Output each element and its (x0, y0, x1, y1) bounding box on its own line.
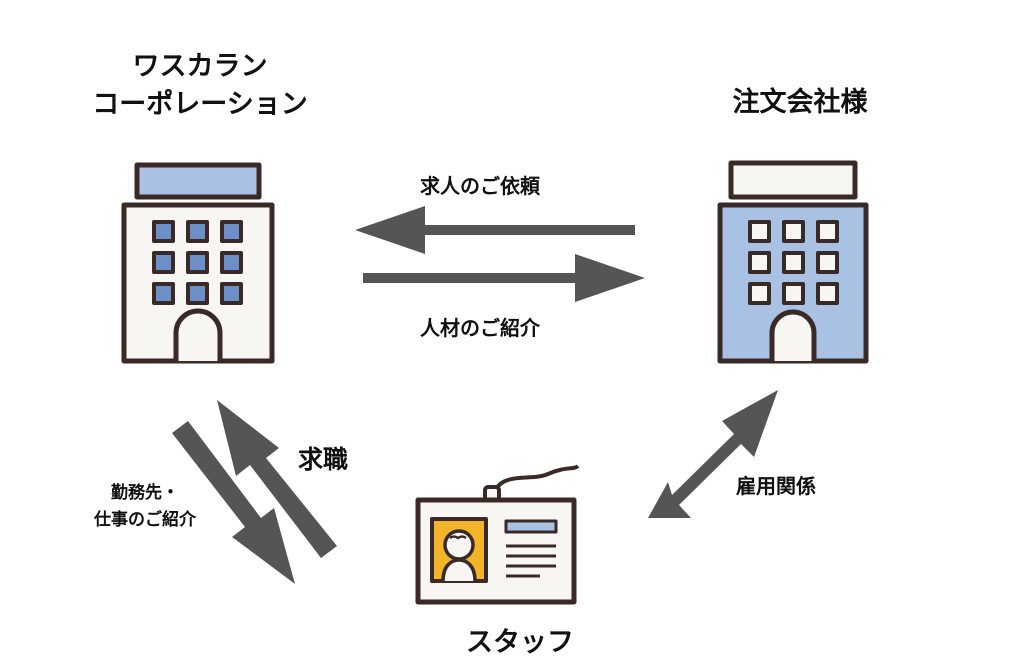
work-intro-label: 勤務先・ 仕事のご紹介 (70, 480, 220, 534)
work-intro-line2: 仕事のご紹介 (94, 510, 196, 530)
work-intro-arrow (172, 421, 295, 584)
company-name: ワスカラン コーポレーション (60, 48, 340, 124)
staff-id-card-icon (415, 464, 580, 605)
introduce-arrow (363, 254, 645, 302)
client-building-icon (717, 160, 869, 364)
job-seeking-label: 求職 (298, 445, 349, 474)
company-name-line2: コーポレーション (92, 89, 308, 120)
client-name: 注文会社様 (732, 87, 868, 118)
request-label: 求人のご依頼 (420, 174, 540, 198)
arrows (172, 206, 778, 584)
request-arrow (355, 206, 635, 254)
company-building-icon (121, 162, 275, 364)
work-intro-line1: 勤務先・ (111, 483, 179, 503)
company-name-line1: ワスカラン (132, 51, 268, 82)
employment-arrow (648, 390, 778, 518)
introduce-label: 人材のご紹介 (420, 316, 540, 340)
employment-label: 雇用関係 (736, 474, 816, 498)
staff-name: スタッフ (466, 627, 574, 658)
job-seeking-arrow (217, 400, 337, 558)
